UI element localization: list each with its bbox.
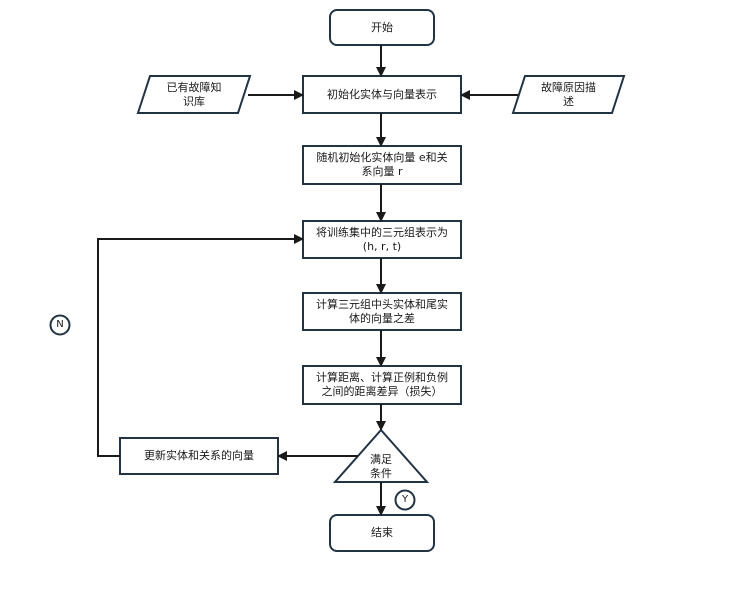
edge-update-loop xyxy=(97,234,304,457)
yes-label-circle xyxy=(394,489,416,511)
triples-shape xyxy=(302,220,462,259)
fault-desc-shape xyxy=(511,75,626,114)
distance-shape xyxy=(302,365,462,405)
update-shape xyxy=(119,437,279,475)
start-node-shape xyxy=(329,9,435,46)
init-node-shape xyxy=(302,75,462,114)
no-label-circle xyxy=(49,314,71,336)
known-kb-shape xyxy=(136,75,252,114)
random-init-shape xyxy=(302,145,462,185)
end-node-shape xyxy=(329,514,435,552)
diff-shape xyxy=(302,292,462,331)
